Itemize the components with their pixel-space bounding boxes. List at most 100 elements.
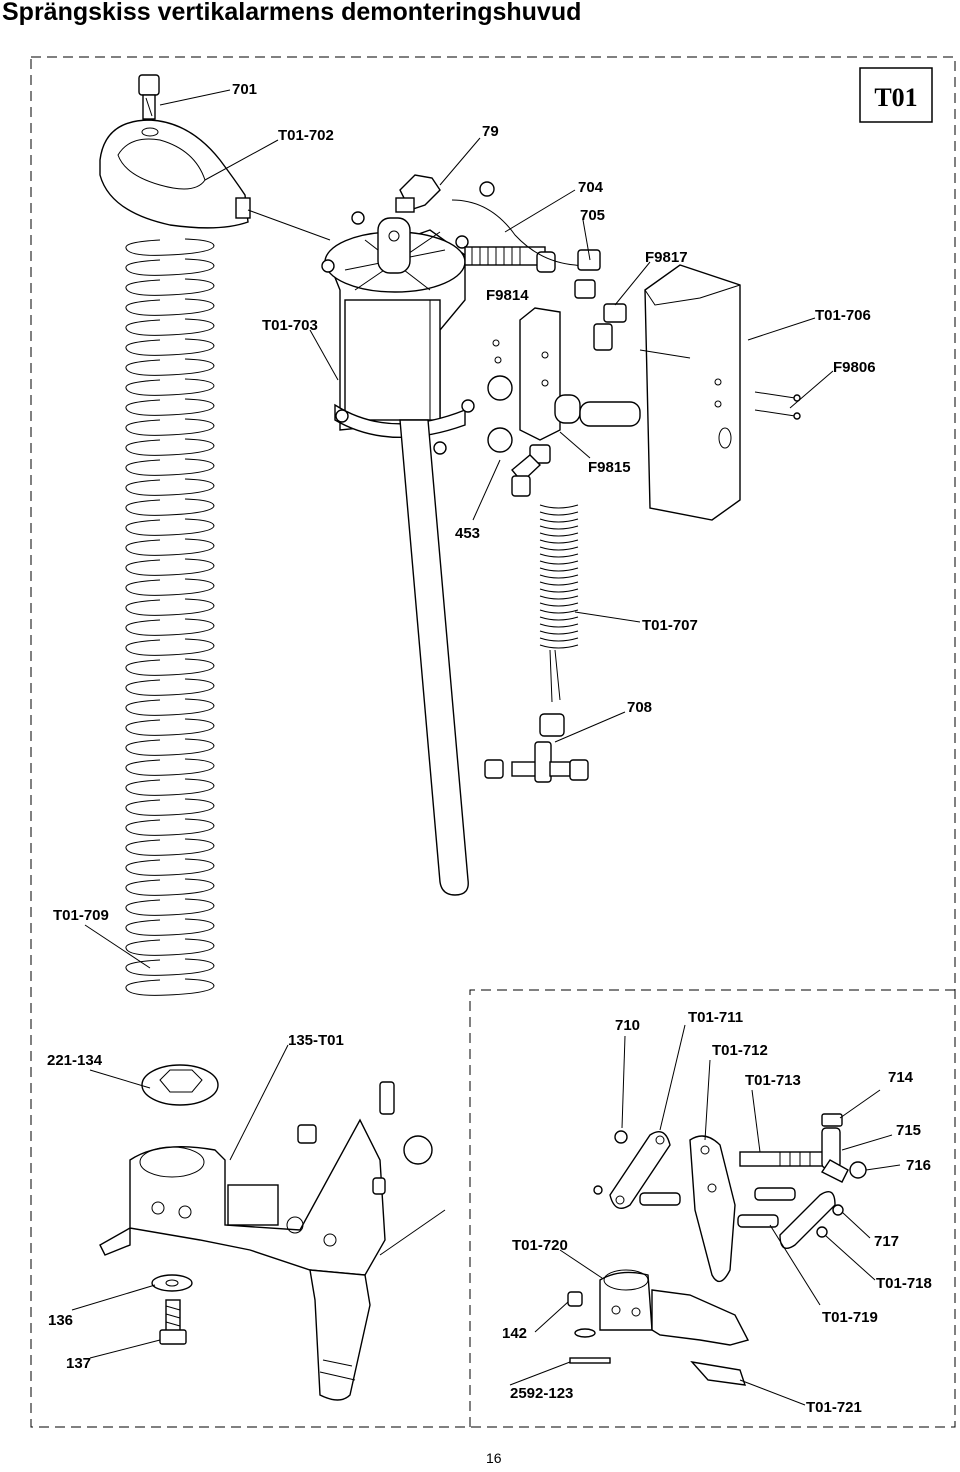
hose-coil	[539, 609, 579, 614]
hose-coil	[539, 511, 579, 516]
callout-t01-720: T01-720	[512, 1237, 568, 1254]
valve-block	[487, 307, 641, 453]
fitting-708	[484, 713, 589, 783]
spring-coil	[125, 698, 215, 716]
spring-coil	[125, 618, 215, 636]
callout-labels: 701 T01-702 79 704 705 F9817 F9814 T01-7…	[47, 81, 932, 1416]
bolt-701	[138, 74, 160, 120]
spring-coil	[125, 318, 215, 336]
hose-coil	[539, 553, 579, 558]
link-t01-711	[609, 1130, 671, 1209]
fitting-f9815	[511, 444, 551, 497]
callout-714: 714	[888, 1069, 914, 1086]
callout-708: 708	[627, 699, 652, 716]
callout-t01-713: T01-713	[745, 1072, 801, 1089]
spring-coil	[125, 758, 215, 776]
hose-coil	[539, 630, 579, 635]
link-t01-718	[779, 1191, 844, 1249]
callout-f9817: F9817	[645, 249, 688, 266]
strip-2592-123	[569, 1357, 611, 1364]
screws-f9806	[754, 391, 801, 420]
bolt-137	[159, 1299, 187, 1345]
spring-coil	[125, 958, 215, 976]
callout-704: 704	[578, 179, 604, 196]
spring-coil	[125, 978, 215, 996]
spring-coil	[125, 538, 215, 556]
spring-coil	[125, 418, 215, 436]
hose-coil	[539, 581, 579, 586]
spring-coil	[125, 338, 215, 356]
spring-coil	[125, 578, 215, 596]
spring-coil	[125, 738, 215, 756]
head-135-t01	[99, 1081, 433, 1401]
callout-79: 79	[482, 123, 499, 140]
hose-tail	[549, 649, 561, 703]
callout-701: 701	[232, 81, 257, 98]
fitting-f9817	[593, 303, 627, 351]
bracket-t01-706	[639, 264, 741, 521]
callout-t01-718: T01-718	[876, 1275, 932, 1292]
hose-coil	[539, 532, 579, 537]
hose-coil	[539, 644, 579, 649]
spring-coil	[125, 798, 215, 816]
fitting-714-715	[820, 1113, 849, 1183]
callout-2592-123: 2592-123	[510, 1385, 573, 1402]
spring-coil	[125, 518, 215, 536]
callout-t01-711: T01-711	[688, 1009, 743, 1026]
hose-coil	[539, 567, 579, 572]
spring-coil	[125, 938, 215, 956]
callout-136: 136	[48, 1312, 73, 1329]
hose-coil	[539, 525, 579, 530]
detail-frame	[469, 989, 955, 1427]
washer-136	[151, 1274, 193, 1292]
spring-coil	[125, 678, 215, 696]
drawing-frame	[30, 56, 956, 1428]
callout-t01-709: T01-709	[53, 907, 109, 924]
fitting-79	[395, 174, 495, 213]
spring-coil	[125, 638, 215, 656]
callout-t01-702: T01-702	[278, 127, 334, 144]
callout-t01-707: T01-707	[642, 617, 698, 634]
spring-t01-709	[125, 238, 215, 996]
callout-137: 137	[66, 1355, 91, 1372]
page-title: Sprängskiss vertikalarmens demonteringsh…	[2, 0, 582, 26]
pins-t01-719	[639, 1187, 796, 1228]
spring-coil	[125, 558, 215, 576]
plug-142	[567, 1291, 583, 1307]
callout-221-134: 221-134	[47, 1052, 103, 1069]
bolt-f9814	[464, 246, 556, 273]
callout-f9806: F9806	[833, 359, 876, 376]
seal-221-134	[141, 1064, 219, 1106]
page-number: 16	[486, 1450, 502, 1466]
callout-t01-719: T01-719	[822, 1309, 878, 1326]
spring-coil	[125, 858, 215, 876]
spring-coil	[125, 718, 215, 736]
hose-coil	[539, 588, 579, 593]
spring-coil	[125, 838, 215, 856]
callout-t01-712: T01-712	[712, 1042, 768, 1059]
hose-coil	[539, 595, 579, 600]
spring-coil	[125, 278, 215, 296]
hose-coil	[539, 539, 579, 544]
hose-coil	[539, 504, 579, 509]
callout-t01-706: T01-706	[815, 307, 871, 324]
head-t01-720	[574, 1269, 750, 1346]
spring-coil	[125, 238, 215, 256]
callout-t01-703: T01-703	[262, 317, 318, 334]
coiled-hose-t01-707	[539, 504, 579, 649]
spring-coil	[125, 598, 215, 616]
callout-142: 142	[502, 1325, 527, 1342]
callout-453: 453	[455, 525, 480, 542]
spring-coil	[125, 478, 215, 496]
clip-left	[593, 1185, 603, 1195]
hose-coil	[539, 616, 579, 621]
callout-717: 717	[874, 1233, 899, 1250]
spring-coil	[125, 438, 215, 456]
cylinder-t01-703	[321, 211, 475, 455]
pad-t01-721	[690, 1360, 747, 1386]
fitting-705	[574, 249, 601, 299]
spring-coil	[125, 358, 215, 376]
spring-coil	[125, 398, 215, 416]
spring-coil	[125, 918, 215, 936]
